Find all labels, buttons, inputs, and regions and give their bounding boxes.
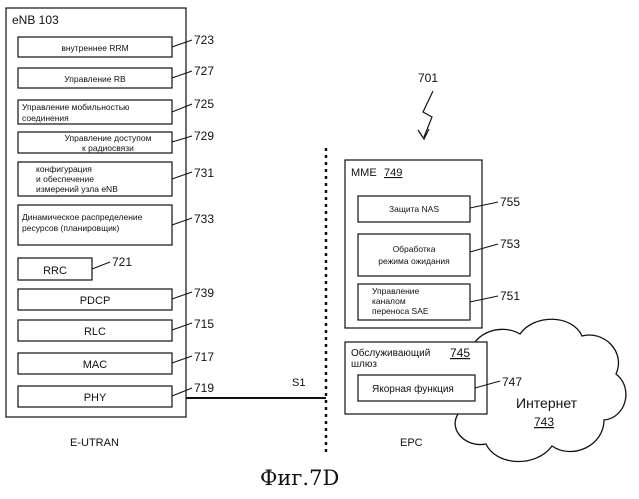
svg-text:и обеспечение: и обеспечение xyxy=(36,174,94,184)
ref-725: 725 xyxy=(194,97,214,111)
svg-text:Управление доступом: Управление доступом xyxy=(65,133,152,143)
mme-module-sae-bearer: Управление каналом переноса SAE 751 xyxy=(358,284,520,320)
ref-753: 753 xyxy=(500,237,520,251)
svg-text:Защита NAS: Защита NAS xyxy=(389,204,439,214)
svg-text:Обработка: Обработка xyxy=(393,244,436,254)
ref-721: 721 xyxy=(112,255,132,269)
svg-text:Управление RB: Управление RB xyxy=(64,74,126,84)
svg-text:конфигурация: конфигурация xyxy=(36,164,92,174)
svg-text:режима ожидания: режима ожидания xyxy=(378,256,450,266)
ref-701: 701 xyxy=(418,71,438,85)
ref-751: 751 xyxy=(500,289,520,303)
svg-text:MAC: MAC xyxy=(83,359,108,371)
ref-715: 715 xyxy=(194,317,214,331)
svg-text:RLC: RLC xyxy=(84,326,106,338)
arrowhead-icon xyxy=(418,129,429,139)
s1-label: S1 xyxy=(292,377,305,389)
svg-text:соединения: соединения xyxy=(22,113,69,123)
mme-title: MME xyxy=(351,167,377,179)
svg-text:ресурсов (планировщик): ресурсов (планировщик) xyxy=(22,223,120,233)
svg-text:каналом: каналом xyxy=(372,296,406,306)
svg-text:PHY: PHY xyxy=(84,392,107,404)
mme-module-idle-mode: Обработка режима ожидания 753 xyxy=(358,234,520,276)
ref-717: 717 xyxy=(194,350,214,364)
eutran-label: E-UTRAN xyxy=(70,437,119,449)
svg-text:Динамическое распределение: Динамическое распределение xyxy=(22,212,143,222)
ref-727: 727 xyxy=(194,64,214,78)
svg-text:PDCP: PDCP xyxy=(80,295,111,307)
ref-733: 733 xyxy=(194,212,214,226)
epc-label: EPC xyxy=(400,437,423,449)
svg-text:к радиосвязи: к радиосвязи xyxy=(82,143,134,153)
ref-743: 743 xyxy=(534,415,554,429)
svg-text:Якорная функция: Якорная функция xyxy=(372,383,454,395)
mme-module-nas-security: Защита NAS 755 xyxy=(358,195,520,222)
gateway-title-line1: Обслуживающий xyxy=(351,347,430,359)
svg-text:RRC: RRC xyxy=(43,265,67,277)
svg-text:переноса SAE: переноса SAE xyxy=(372,306,429,316)
ref-729: 729 xyxy=(194,129,214,143)
svg-text:Управление: Управление xyxy=(372,286,420,296)
ref-723: 723 xyxy=(194,33,214,47)
internet-label: Интернет xyxy=(516,395,578,411)
svg-text:Управление мобильностью: Управление мобильностью xyxy=(22,102,130,112)
ref-731: 731 xyxy=(194,166,214,180)
svg-text:внутреннее RRM: внутреннее RRM xyxy=(61,43,128,53)
enb-title: eNB 103 xyxy=(12,13,59,27)
ref-739: 739 xyxy=(194,286,214,300)
gateway-title-line2: шлюз xyxy=(351,359,377,370)
svg-text:измерений узла eNB: измерений узла eNB xyxy=(36,184,118,194)
figure-caption: Фиг.7D xyxy=(260,466,339,490)
ref-747: 747 xyxy=(502,375,522,389)
ref-719: 719 xyxy=(194,381,214,395)
ref-755: 755 xyxy=(500,195,520,209)
ref-749: 749 xyxy=(384,167,402,179)
ref-745: 745 xyxy=(450,346,470,360)
